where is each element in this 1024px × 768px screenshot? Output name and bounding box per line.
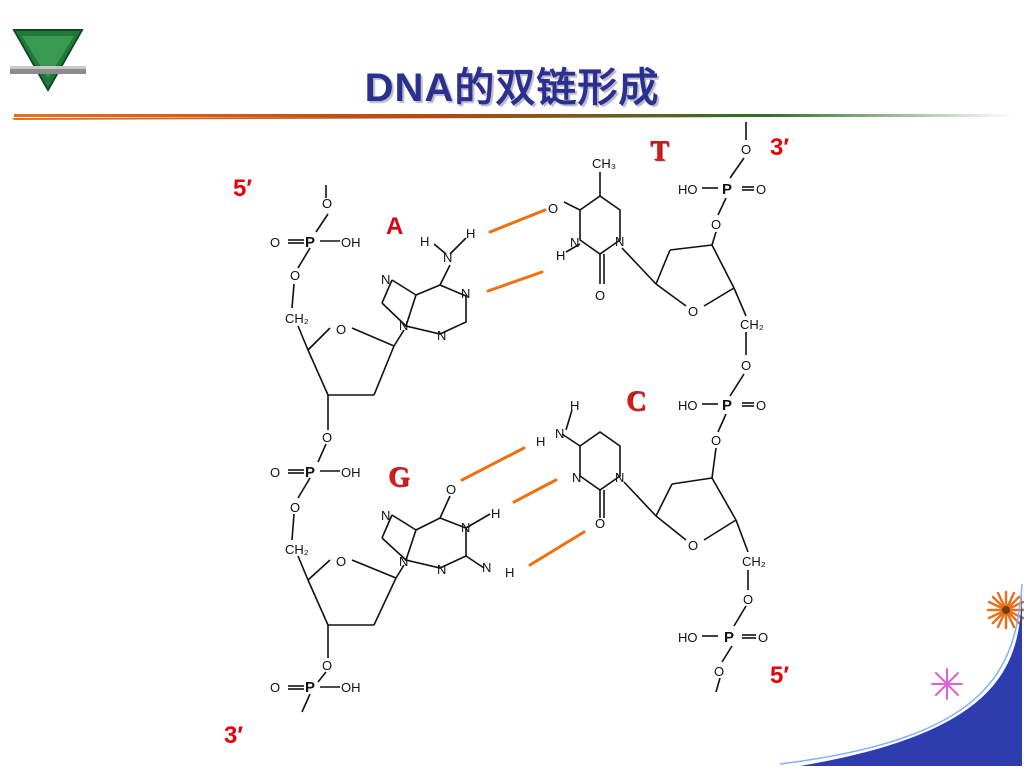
atom-o: O <box>741 358 751 373</box>
atom-o: O <box>322 196 332 211</box>
hydrogen-bond <box>512 478 558 504</box>
atom-o: O <box>595 288 605 303</box>
atom-o: O <box>711 217 721 232</box>
atom-ch2: CH₂ <box>740 317 764 332</box>
base-label-guanine: G <box>388 462 410 493</box>
hydrogen-bond <box>528 530 586 567</box>
pink-star-icon <box>931 668 963 700</box>
base-label-thymine: T <box>650 136 669 167</box>
atom-o: O <box>688 304 698 319</box>
atom-n: N <box>381 508 390 523</box>
atom-ho: HO <box>678 630 698 645</box>
corner-swoosh <box>779 580 1023 766</box>
atom-ch2: CH₂ <box>285 311 309 326</box>
atom-o: O <box>290 500 300 515</box>
atom-n: N <box>570 235 579 250</box>
atom-o: O <box>756 398 766 413</box>
logo-triangle-icon <box>10 29 86 93</box>
hydrogen-bond <box>460 446 526 482</box>
atom-oh: OH <box>341 465 361 480</box>
atom-h: H <box>570 398 579 413</box>
header-rule <box>12 114 1024 120</box>
strand-end-3prime-left: 3′ <box>224 722 244 749</box>
atom-n: N <box>437 328 446 343</box>
orange-starburst-icon <box>986 590 1024 630</box>
atom-n: N <box>615 234 624 249</box>
atom-ch2: CH₂ <box>742 554 766 569</box>
page-title: DNA的双链形成 <box>364 66 660 110</box>
atom-p: P <box>305 679 315 696</box>
strand-end-5prime-left: 5′ <box>233 175 253 202</box>
atom-ch2: CH₂ <box>285 542 309 557</box>
atom-ch3: CH₃ <box>592 156 616 171</box>
atom-o: O <box>270 235 280 250</box>
atom-o: O <box>322 658 332 673</box>
base-label-adenine: A <box>386 213 404 240</box>
atom-oh: OH <box>341 680 361 695</box>
atom-o: O <box>595 516 605 531</box>
atom-n: N <box>437 562 446 577</box>
atom-ho: HO <box>678 398 698 413</box>
strand-end-5prime-right: 5′ <box>770 662 790 689</box>
atom-n: N <box>381 272 390 287</box>
atom-o: O <box>270 680 280 695</box>
atom-oh: OH <box>341 235 361 250</box>
atom-n: N <box>399 554 408 569</box>
atom-p: P <box>305 234 315 251</box>
atom-n: N <box>399 318 408 333</box>
atom-o: O <box>741 142 751 157</box>
atom-o: O <box>446 482 456 497</box>
atom-n: N <box>482 560 491 575</box>
atom-n: N <box>615 470 624 485</box>
atom-p: P <box>722 181 732 198</box>
base-label-cytosine: C <box>626 386 647 417</box>
atom-o: O <box>270 465 280 480</box>
strand-end-3prime-right: 3′ <box>770 134 790 161</box>
atom-n: N <box>461 520 470 535</box>
atom-o: O <box>322 430 332 445</box>
atom-o: O <box>756 182 766 197</box>
atom-o: O <box>688 538 698 553</box>
atom-o: O <box>711 433 721 448</box>
atom-h: H <box>491 506 500 521</box>
atom-o: O <box>548 201 558 216</box>
atom-o: O <box>336 554 346 569</box>
atom-h: H <box>420 234 429 249</box>
atom-h: H <box>556 248 565 263</box>
hydrogen-bond <box>488 208 547 234</box>
atom-h: H <box>466 226 475 241</box>
atom-n: N <box>572 470 581 485</box>
atom-o: O <box>290 268 300 283</box>
atom-p: P <box>724 629 734 646</box>
atom-n: N <box>555 426 564 441</box>
atom-n: N <box>443 250 452 265</box>
atom-o: O <box>336 322 346 337</box>
atom-o: O <box>714 664 724 679</box>
atom-o: O <box>743 592 753 607</box>
hydrogen-bond <box>486 270 544 293</box>
atom-ho: HO <box>678 182 698 197</box>
atom-h: H <box>536 434 545 449</box>
atom-n: N <box>461 286 470 301</box>
atom-p: P <box>722 397 732 414</box>
atom-o: O <box>758 630 768 645</box>
atom-h: H <box>505 565 514 580</box>
atom-p: P <box>305 464 315 481</box>
